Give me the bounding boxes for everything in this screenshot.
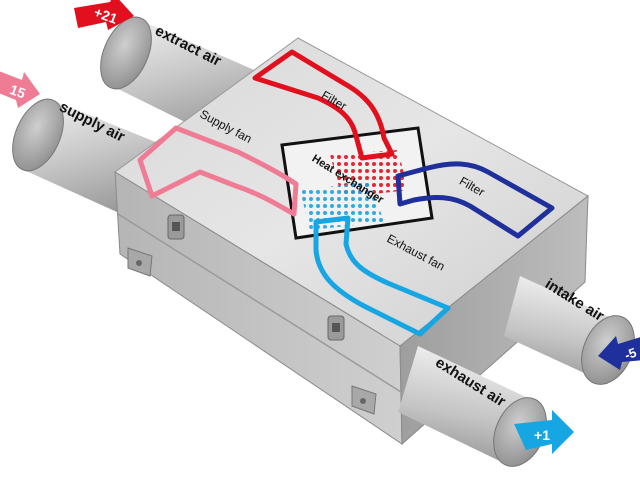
exhaust-temperature-label: +1: [534, 427, 550, 443]
supply-temperature-label: 15: [8, 81, 28, 101]
supply-airflow-channel: [137, 125, 299, 217]
exhaust-temperature-arrow: +1: [514, 410, 574, 454]
heat-exchanger-core: [280, 126, 434, 240]
exhaust-airflow-channel: [313, 215, 451, 337]
extract-airflow-channel: [252, 49, 395, 161]
intake-temperature-label: -5: [622, 345, 638, 363]
extract-temperature-arrow: +21: [74, 0, 134, 30]
intake-airflow-channel: [395, 161, 555, 239]
extract-temperature-label: +21: [92, 4, 120, 27]
supply-temperature-arrow: 15: [0, 71, 40, 108]
intake-temperature-arrow: -5: [598, 336, 640, 370]
